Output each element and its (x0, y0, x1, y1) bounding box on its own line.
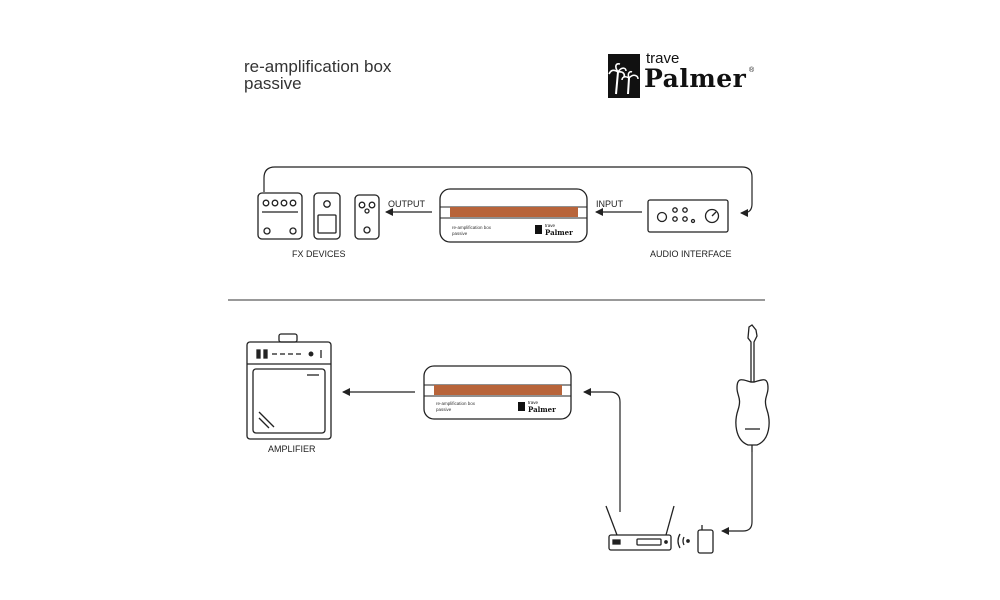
reamp-box-top-line2: passive (452, 231, 468, 236)
reamp-box-top: re-amplification box passive trave Palme… (439, 188, 588, 243)
bodypack-transmitter (697, 529, 714, 554)
reamp-box-bottom-brand: Palmer (528, 405, 556, 414)
heading-line-2: passive (244, 74, 302, 93)
fx-pedal-large (257, 192, 303, 240)
amplifier (246, 333, 332, 440)
audio-interface-label: AUDIO INTERFACE (650, 249, 732, 259)
wireless-receiver (605, 505, 675, 551)
reamp-box-bottom-brand-sub: trave (528, 400, 539, 405)
reamp-box-top-line1: re-amplification box (452, 225, 492, 230)
input-label: INPUT (596, 199, 624, 209)
guitar-cable (721, 452, 753, 535)
reamp-box-bottom-line1: re-amplification box (436, 401, 476, 406)
logo-subtitle: trave (646, 50, 680, 67)
fx-pedal-small (354, 194, 380, 240)
diagram-heading: re-amplification box passive (244, 58, 391, 92)
heading-line-1: re-amplification box (244, 57, 392, 76)
reamp-box-bottom-line2: passive (436, 407, 452, 412)
amplifier-label: AMPLIFIER (268, 444, 316, 454)
fx-devices-label: FX DEVICES (292, 249, 346, 259)
logo-brand: Palmer (644, 64, 747, 93)
guitar-icon (735, 324, 770, 452)
audio-interface (647, 199, 729, 233)
output-label: OUTPUT (388, 199, 426, 209)
fx-loop-line (263, 166, 753, 217)
reamp-box-top-brand: Palmer (545, 228, 573, 237)
receiver-to-box-line (583, 388, 621, 512)
palmer-logo: trave Palmer ® (608, 50, 768, 98)
reamp-box-top-brand-sub: trave (545, 223, 556, 228)
palm-tree-icon (608, 54, 640, 98)
wireless-icon (677, 533, 690, 549)
fx-pedal-medium (313, 192, 341, 240)
logo-registered: ® (749, 67, 755, 74)
reamp-box-bottom: re-amplification box passive trave Palme… (423, 365, 572, 420)
